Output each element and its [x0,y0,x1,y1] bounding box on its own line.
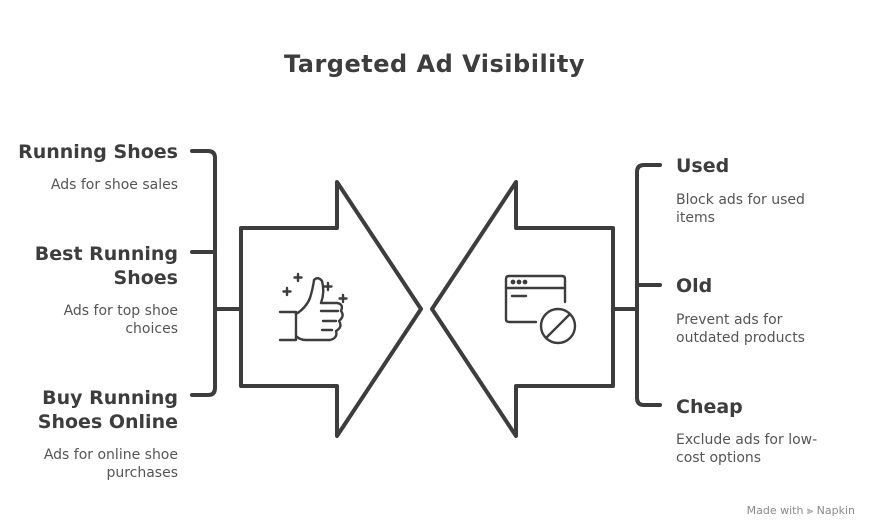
left-item-heading-2: Best Running Shoes [34,243,178,289]
left-item-heading-1: Running Shoes [18,141,178,163]
left-item-description-3: Ads for online shoe purchases [43,447,178,481]
left-item-description-1: Ads for shoe sales [50,177,178,193]
thumbs-up-icon [278,272,348,342]
left-arrow-shape [239,180,423,438]
right-arrow-shape [430,180,615,438]
right-item-description-3: Exclude ads for low-cost options [676,432,818,466]
left-item-heading-3: Buy Running Shoes Online [37,387,178,433]
made-with-napkin-credit: Made with ⫸ Napkin [746,504,855,517]
right-item-heading-1: Used [676,155,730,177]
right-item-description-2: Prevent ads for outdated products [676,312,805,346]
right-item-description-1: Block ads for used items [676,192,805,226]
right-item-heading-3: Cheap [676,396,743,418]
blocked-browser-icon [504,274,577,345]
diagram-title: Targeted Ad Visibility [283,50,586,78]
right-item-heading-2: Old [676,275,713,297]
left-bracket [190,149,217,397]
left-item-description-2: Ads for top shoe choices [63,303,178,337]
